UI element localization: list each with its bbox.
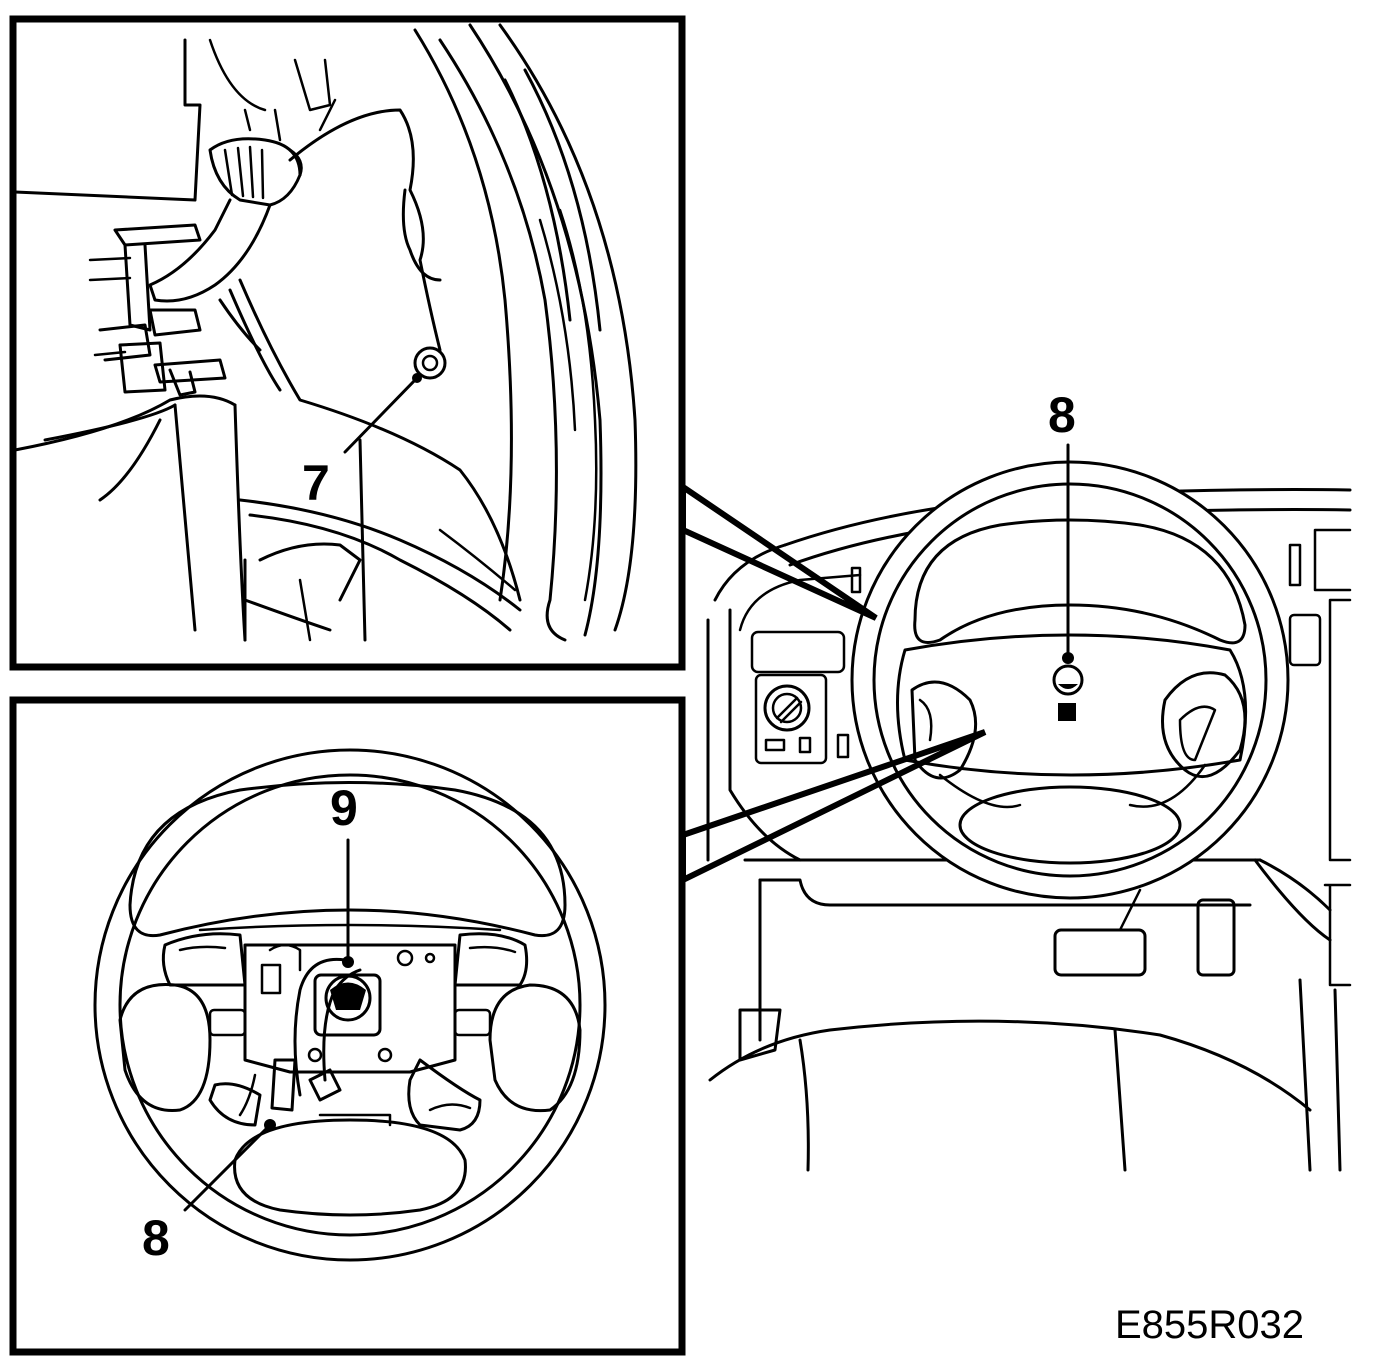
figure-code: E855R032: [1115, 1303, 1304, 1347]
callout-8-main: 8: [1048, 387, 1076, 443]
bottom-inset: 9 8: [9, 696, 686, 1356]
leader-line-7: [343, 376, 419, 454]
screw-7-icon: [413, 346, 447, 380]
top-inset: 7: [9, 15, 686, 671]
leader-line-8-bottom: [183, 1123, 272, 1212]
callout-8-bottom: 8: [142, 1210, 170, 1266]
zoom-pointer-top: [680, 481, 878, 621]
steering-wheel-front-rim: [93, 748, 607, 1262]
steering-wheel-rim: [850, 460, 1290, 900]
airbag-marker-icon: [1058, 703, 1076, 721]
callout-7: 7: [302, 455, 330, 511]
screw-hole-icon: [1052, 664, 1084, 696]
callout-9: 9: [330, 780, 358, 836]
dashboard-view: 8: [680, 387, 1352, 1172]
